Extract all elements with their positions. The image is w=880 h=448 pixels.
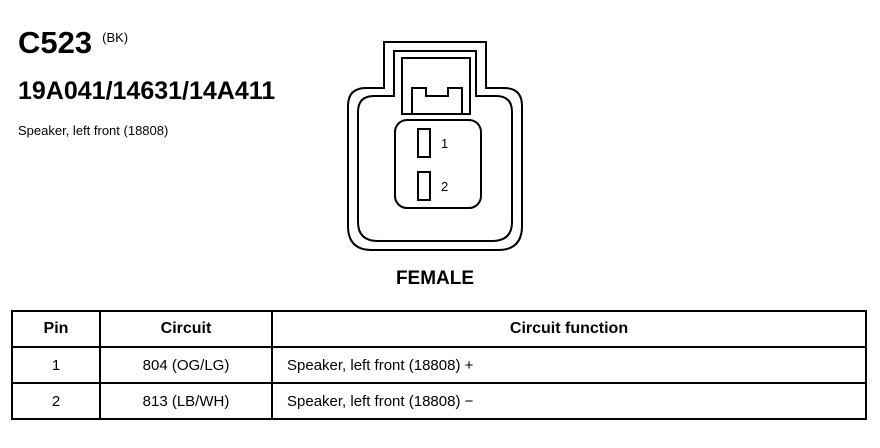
pin-table: Pin Circuit Circuit function 1 804 (OG/L… (11, 310, 867, 420)
connector-id: C523 (18, 25, 93, 60)
pin-1-cavity (417, 128, 431, 158)
connector-gender-label: FEMALE (395, 268, 475, 289)
connector-color-code: (BK) (102, 30, 129, 45)
connector-inner-housing (357, 50, 513, 242)
pin-2-cavity (417, 171, 431, 201)
connector-title-row: C523 (BK) (18, 26, 128, 60)
circuit-column-header: Circuit (99, 310, 273, 348)
table-row: 1 804 (OG/LG) Speaker, left front (18808… (11, 346, 867, 384)
pin-2-label: 2 (441, 179, 448, 194)
connector-pin-block (394, 119, 482, 209)
connector-face-diagram: 1 2 (347, 41, 523, 251)
function-cell: Speaker, left front (18808) + (271, 346, 867, 384)
function-column-header: Circuit function (271, 310, 867, 348)
pin-table-header-row: Pin Circuit Circuit function (11, 310, 867, 348)
connector-outer-housing (347, 41, 523, 251)
connector-latch-notch (411, 87, 463, 114)
pin-cell: 2 (11, 382, 101, 420)
circuit-cell: 804 (OG/LG) (99, 346, 273, 384)
pin-cell: 1 (11, 346, 101, 384)
function-cell: Speaker, left front (18808) − (271, 382, 867, 420)
connector-latch-frame (401, 57, 471, 115)
pin-column-header: Pin (11, 310, 101, 348)
part-numbers: 19A041/14631/14A411 (18, 77, 276, 105)
connector-description: Speaker, left front (18808) (18, 123, 169, 138)
circuit-cell: 813 (LB/WH) (99, 382, 273, 420)
pin-1-label: 1 (441, 136, 448, 151)
table-row: 2 813 (LB/WH) Speaker, left front (18808… (11, 382, 867, 420)
